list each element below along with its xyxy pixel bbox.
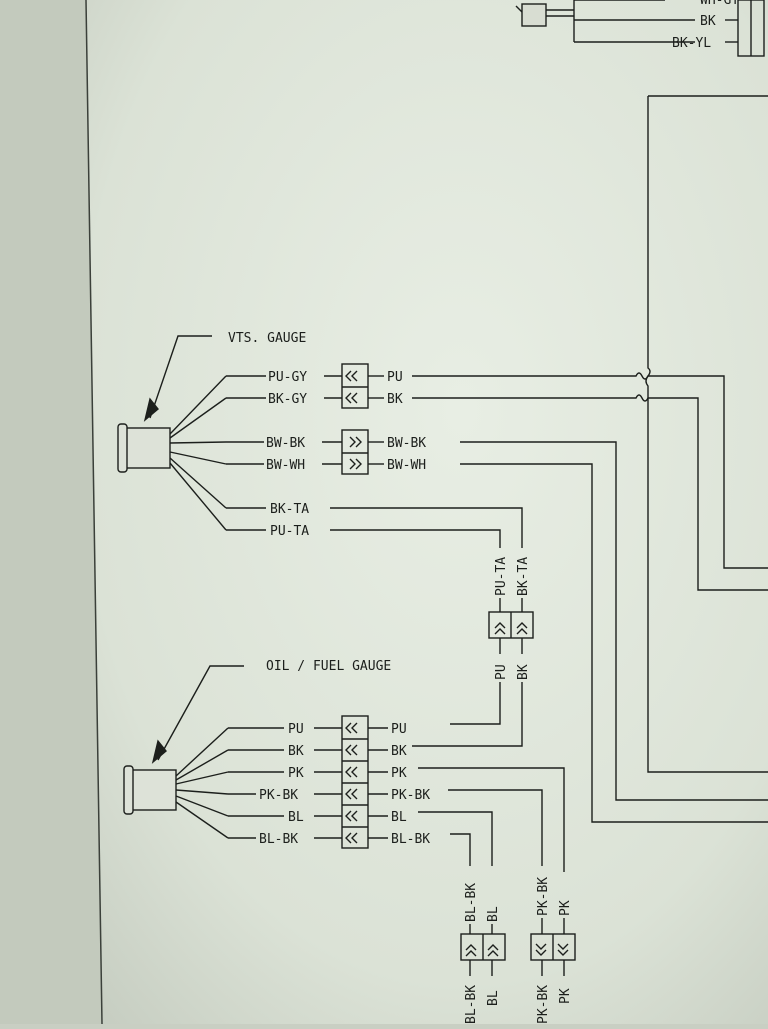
- oil-right-wire: BK: [391, 744, 407, 759]
- top-label: BK: [700, 14, 716, 29]
- bottom-b-bottom-label: PK-BK: [536, 985, 551, 1024]
- mid-bottom-label: BK: [516, 664, 531, 680]
- vts-right-wire: BW-WH: [387, 458, 426, 473]
- oil-left-wire: BK: [288, 744, 304, 759]
- vts-right-wire: BK: [387, 392, 403, 407]
- bottom-a-bottom-label: BL-BK: [464, 985, 479, 1024]
- top-sensor-labels: WH-GY BK BK-YL: [672, 0, 739, 51]
- oil-title: OIL / FUEL GAUGE: [266, 659, 391, 674]
- oil-left-wire: BL: [288, 810, 304, 825]
- top-label: BK-YL: [672, 36, 711, 51]
- vts-title: VTS. GAUGE: [228, 331, 306, 346]
- oil-left-wire: PU: [288, 722, 304, 737]
- bottom-connector-b-shape: [530, 918, 576, 976]
- mid-bottom-label: PU: [494, 664, 509, 680]
- paper-sheet: [86, 0, 768, 1024]
- mid-connector: [412, 598, 534, 747]
- vts-right-wire: PU: [387, 370, 403, 385]
- bottom-connector-a-shape: [460, 924, 506, 976]
- oil-labels: OIL / FUEL GAUGE PU BK PK PK-BK BL BL-BK…: [259, 659, 430, 847]
- top-sensor: [515, 0, 765, 57]
- mid-connector-labels: PU-TA BK-TA PU BK: [494, 557, 531, 680]
- oil-left-wire: PK: [288, 766, 304, 781]
- oil-right-wire: BL: [391, 810, 407, 825]
- vts-left-wire: BW-WH: [266, 458, 305, 473]
- oil-right-wire: PK: [391, 766, 407, 781]
- vts-labels: VTS. GAUGE PU-GY BK-GY BW-BK BW-WH BK-TA…: [228, 331, 426, 539]
- mid-top-label: PU-TA: [494, 557, 509, 596]
- bottom-connector-a-labels: BL-BK BL BL-BK BL: [464, 883, 501, 1024]
- oil-right-wire: BL-BK: [391, 832, 430, 847]
- bottom-b-bottom-label: PK: [558, 988, 573, 1004]
- bottom-b-top-label: PK: [558, 900, 573, 916]
- sheet-border-line: [85, 0, 103, 1025]
- oil-right-wire: PK-BK: [391, 788, 430, 803]
- oil-left-wire: BL-BK: [259, 832, 298, 847]
- top-label: WH-GY: [700, 0, 739, 8]
- vts-gauge: [117, 335, 523, 548]
- bottom-connector-b-labels: PK-BK PK PK-BK PK: [536, 877, 573, 1024]
- oil-left-wire: PK-BK: [259, 788, 298, 803]
- vts-left-wire: BK-GY: [268, 392, 307, 407]
- vts-left-wire: BW-BK: [266, 436, 305, 451]
- vts-left-wire: PU-TA: [270, 524, 309, 539]
- bottom-b-top-label: PK-BK: [536, 877, 551, 916]
- bottom-a-top-label: BL-BK: [464, 883, 479, 922]
- oil-right-wire: PU: [391, 722, 407, 737]
- vts-right-wire: BW-BK: [387, 436, 426, 451]
- mid-top-label: BK-TA: [516, 557, 531, 596]
- bottom-a-bottom-label: BL: [486, 990, 501, 1006]
- harness-bus-lines: [412, 95, 768, 823]
- vts-left-wire: PU-GY: [268, 370, 307, 385]
- bottom-a-top-label: BL: [486, 906, 501, 922]
- vts-left-wire: BK-TA: [270, 502, 309, 517]
- oil-fuel-gauge: [123, 665, 565, 872]
